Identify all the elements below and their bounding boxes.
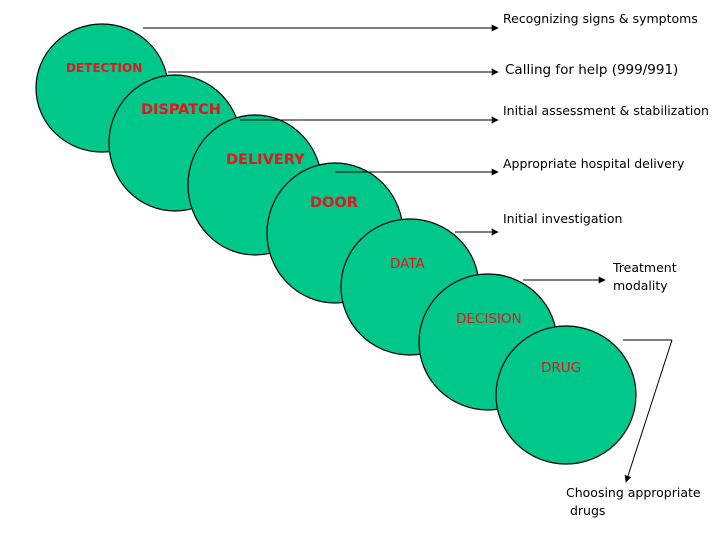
note-drug-line1: Choosing appropriate	[566, 485, 701, 500]
label-detection: DETECTION	[66, 61, 142, 75]
label-door: DOOR	[310, 195, 358, 211]
note-delivery: Initial assessment & stabilization	[503, 103, 709, 118]
label-data: DATA	[390, 256, 426, 272]
note-decision-line2: modality	[613, 278, 668, 293]
note-detection: Recognizing signs & symptoms	[503, 11, 698, 26]
note-door: Appropriate hospital delivery	[503, 156, 685, 171]
label-dispatch: DISPATCH	[141, 102, 221, 118]
note-drug-line2: drugs	[566, 503, 605, 518]
label-decision: DECISION	[456, 311, 522, 327]
circle-drug	[495, 325, 637, 465]
note-dispatch: Calling for help (999/991)	[505, 62, 678, 78]
arrow-drug-diagonal	[624, 339, 673, 483]
label-drug: DRUG	[541, 360, 581, 376]
note-data: Initial investigation	[503, 211, 622, 226]
note-decision-line1: Treatment	[612, 260, 677, 275]
label-delivery: DELIVERY	[226, 152, 305, 168]
